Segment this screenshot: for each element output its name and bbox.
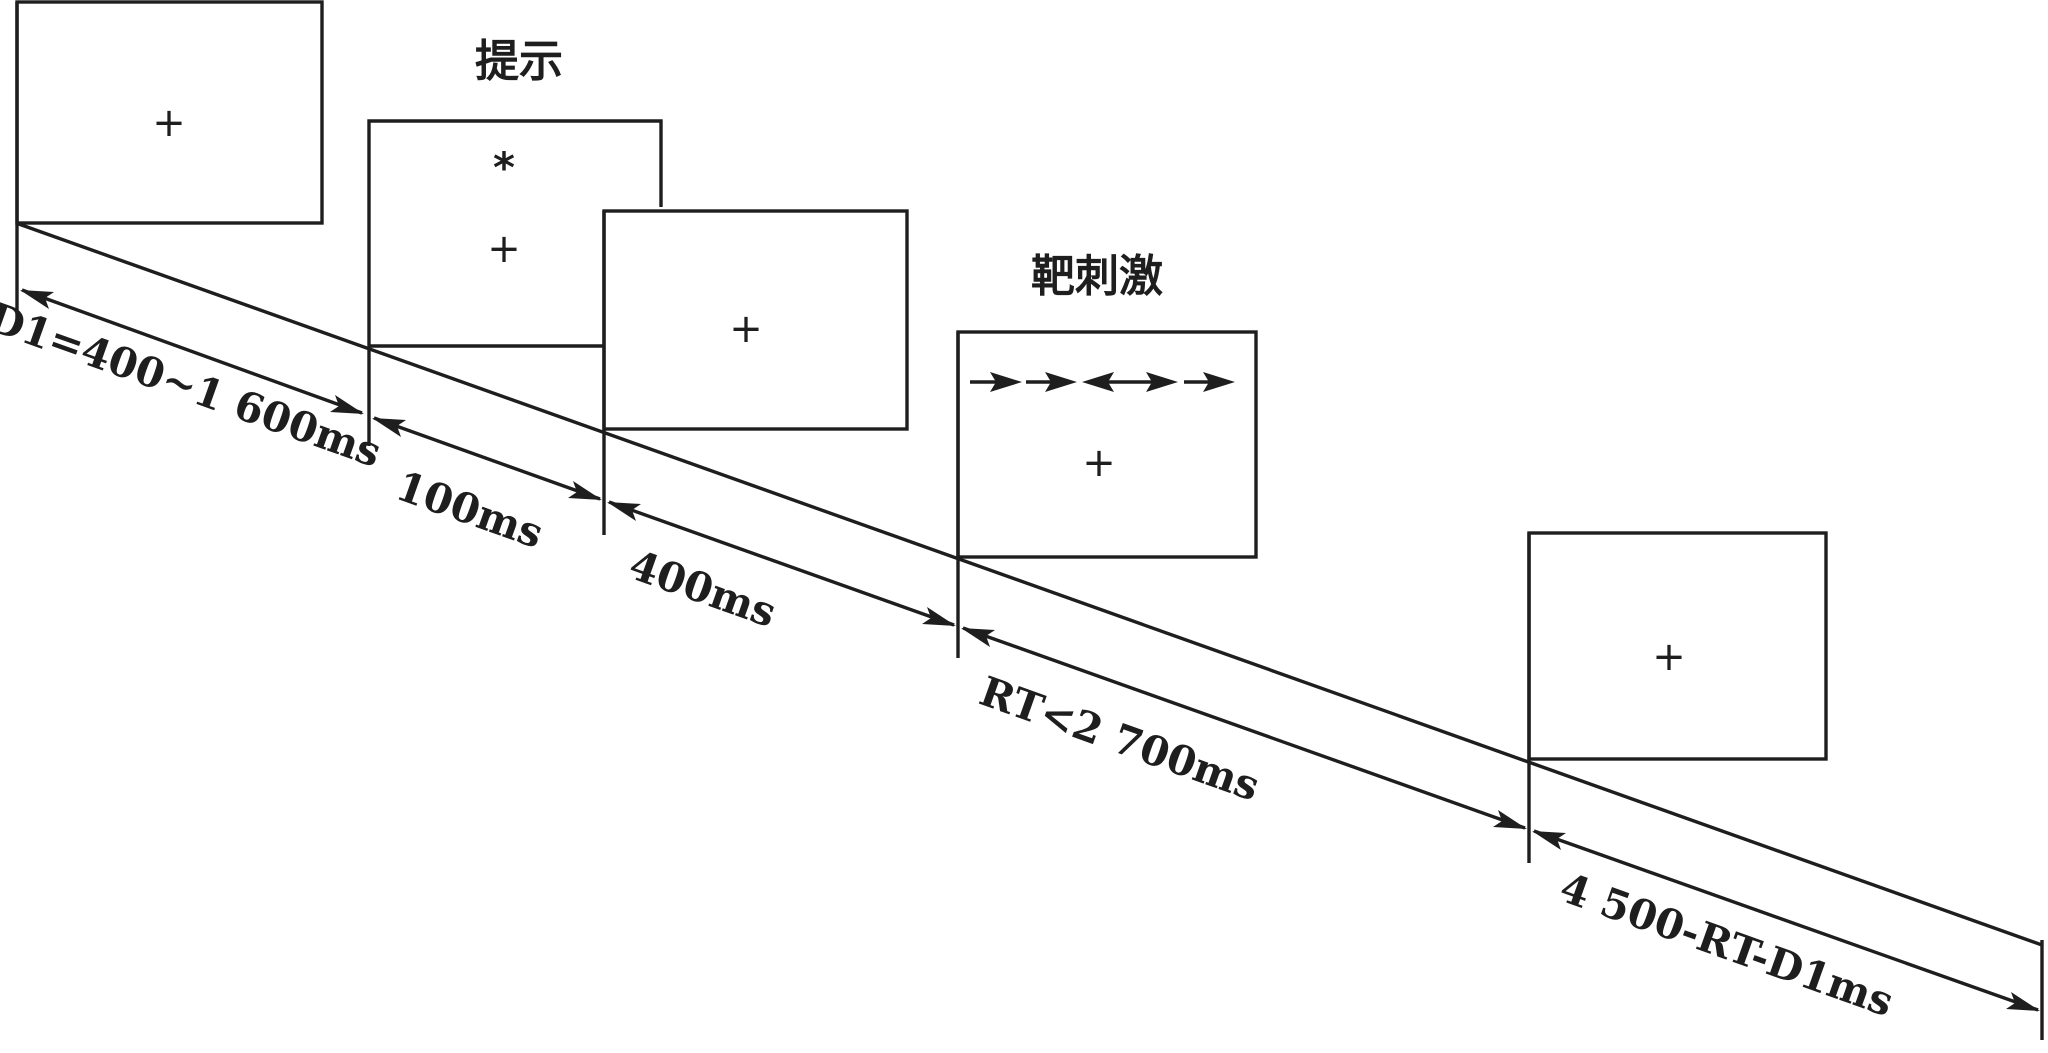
cue-stage: 提示 * + bbox=[367, 36, 663, 446]
target-stage: 靶刺激 + bbox=[956, 251, 1258, 658]
cue-fixation-cross: + bbox=[487, 226, 521, 272]
duration-label-response: RT<2 700ms bbox=[974, 667, 1266, 811]
cue-frame bbox=[367, 119, 663, 446]
fixation-cross: + bbox=[152, 100, 186, 146]
blank-fixation-cross: + bbox=[1652, 634, 1686, 680]
interval-fixation-cross: + bbox=[729, 306, 763, 352]
duration-arrow-response bbox=[961, 626, 1527, 830]
timeline-diagonal bbox=[15, 221, 2043, 947]
duration-arrow-delay bbox=[607, 500, 956, 627]
blank-frame bbox=[1527, 531, 1828, 761]
fixation-frame bbox=[15, 0, 324, 225]
fixation-stage: + bbox=[15, 0, 324, 323]
blank-stage: + bbox=[1527, 531, 1828, 863]
duration-arrow-cue bbox=[372, 416, 602, 501]
target-title: 靶刺激 bbox=[1031, 251, 1163, 302]
interval-frame bbox=[602, 209, 909, 431]
target-fixation-cross: + bbox=[1082, 440, 1116, 486]
duration-arrow-d1 bbox=[20, 288, 364, 415]
target-frame bbox=[956, 330, 1258, 559]
duration-label-d1: D1=400~1 600ms bbox=[0, 293, 387, 477]
target-flanker-arrows bbox=[970, 372, 1235, 392]
cue-title: 提示 bbox=[475, 36, 563, 87]
interval-stage: + bbox=[602, 209, 909, 535]
duration-label-remainder: 4 500-RT-D1ms bbox=[1554, 863, 1900, 1026]
cue-asterisk: * bbox=[493, 143, 515, 192]
duration-arrow-remainder bbox=[1532, 829, 2040, 1012]
duration-label-cue: 100ms bbox=[390, 462, 549, 558]
